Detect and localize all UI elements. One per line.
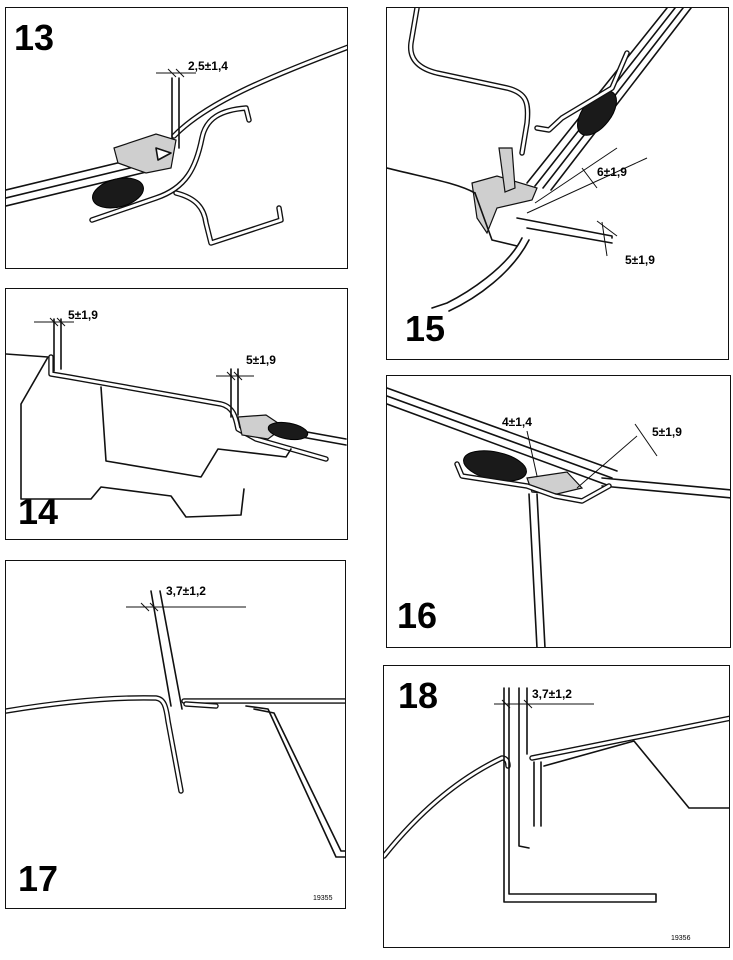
panel-17-drawing — [6, 590, 345, 858]
panel-16: 16 4±1,4 5±1,9 — [386, 375, 731, 648]
reference-number: 19355 — [313, 895, 333, 902]
panel-14: 14 5±1,9 5±1,9 — [5, 288, 348, 540]
panel-14-drawing — [6, 317, 347, 518]
panel-number: 16 — [397, 595, 438, 636]
panel-number: 17 — [18, 858, 59, 899]
panel-13: 13 2,5±1,4 — [5, 7, 348, 269]
panel-17: 17 19355 3,7±1,2 — [5, 560, 346, 909]
panel-16-drawing — [387, 387, 730, 647]
panel-15-drawing — [387, 8, 692, 312]
reference-number: 19356 — [671, 935, 691, 942]
panel-18-drawing — [384, 687, 729, 903]
panel-18: 18 19356 3,7±1,2 — [383, 665, 730, 948]
panel-number: 15 — [405, 308, 446, 349]
panel-15: 15 6±1,9 5±1,9 — [386, 7, 729, 360]
panel-number: 13 — [14, 17, 55, 58]
panel-number: 18 — [398, 675, 439, 716]
panel-13-drawing — [6, 44, 347, 246]
